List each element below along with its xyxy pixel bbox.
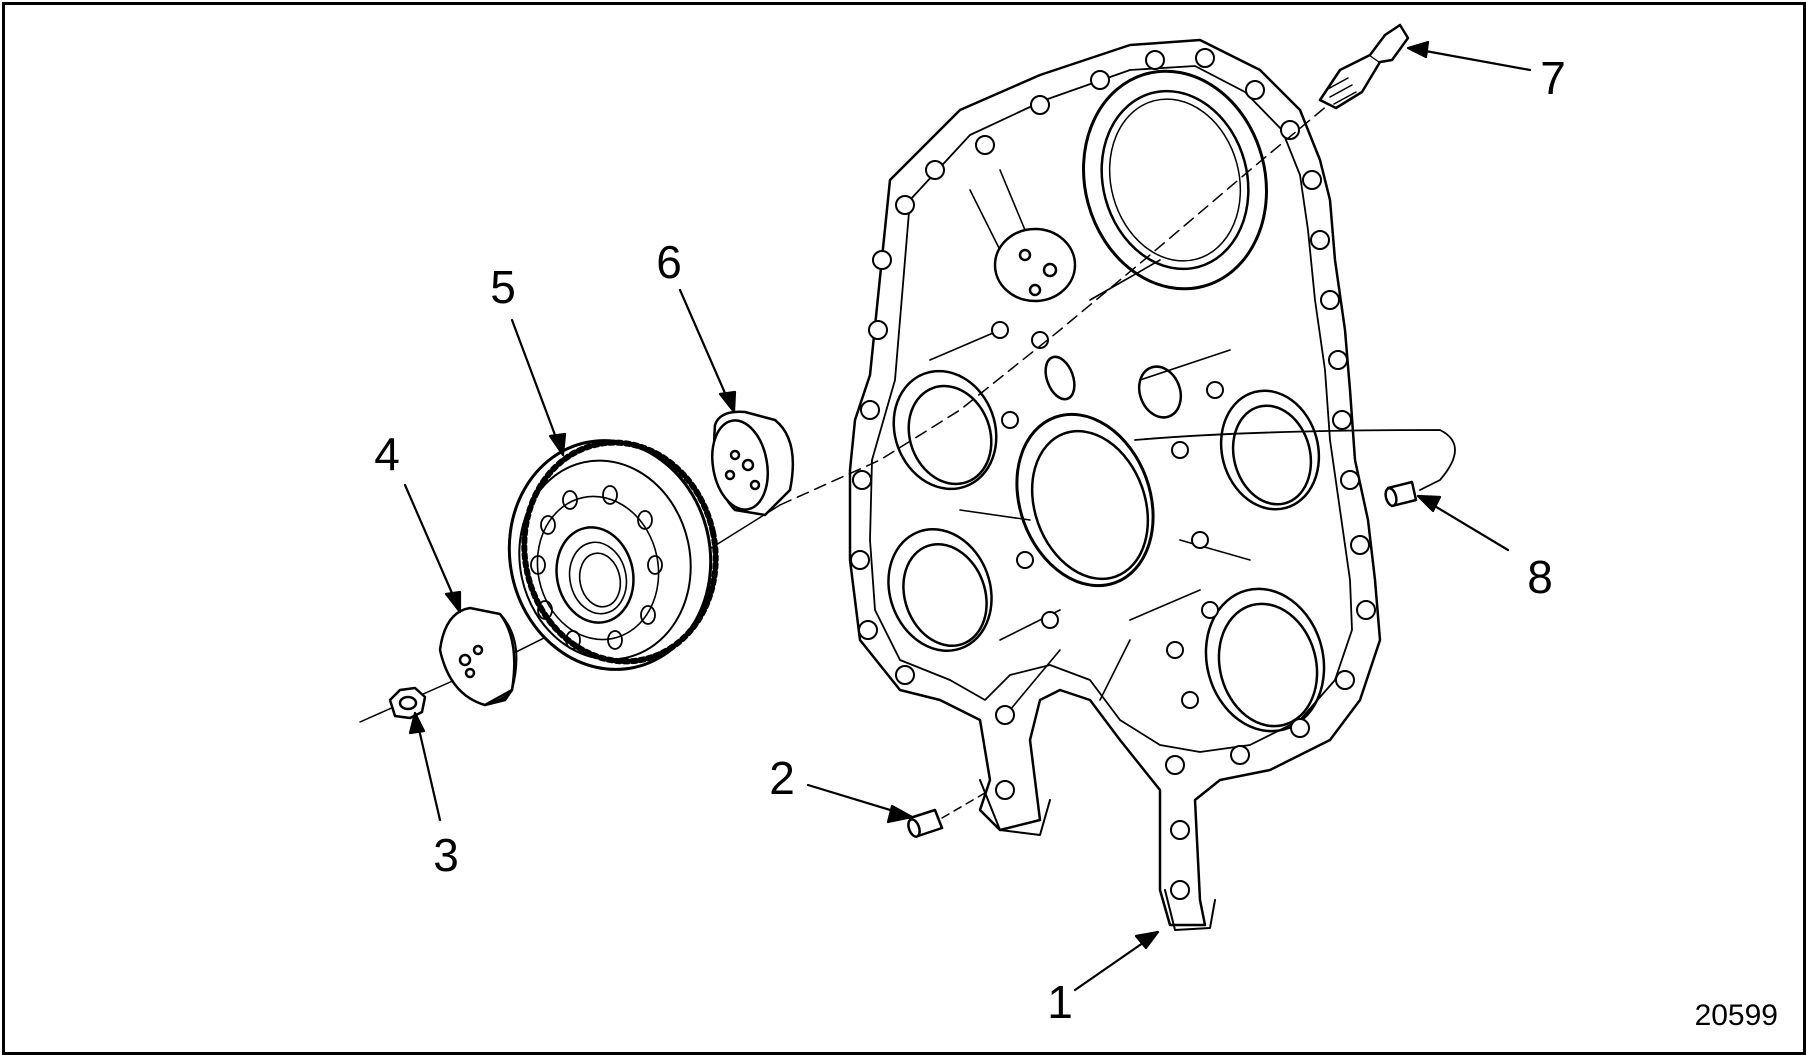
dowel-pin-right xyxy=(1384,480,1418,508)
thrust-washer xyxy=(438,606,518,707)
callout-6: 6 xyxy=(656,236,682,288)
nut xyxy=(388,686,427,720)
idler-hub xyxy=(711,410,795,517)
dowel-pin xyxy=(907,789,991,838)
callout-4: 4 xyxy=(374,428,400,480)
callout-2: 2 xyxy=(769,752,795,804)
leader-lines xyxy=(403,40,1532,992)
figure-number: 20599 xyxy=(1694,999,1778,1032)
gear-case-cover xyxy=(848,38,1456,931)
idler-gear xyxy=(507,439,719,671)
callout-3: 3 xyxy=(433,829,459,881)
callout-5: 5 xyxy=(490,261,516,313)
callout-1: 1 xyxy=(1047,976,1073,1028)
callout-7: 7 xyxy=(1540,52,1566,104)
callout-8: 8 xyxy=(1527,551,1553,603)
stud xyxy=(1318,23,1410,110)
